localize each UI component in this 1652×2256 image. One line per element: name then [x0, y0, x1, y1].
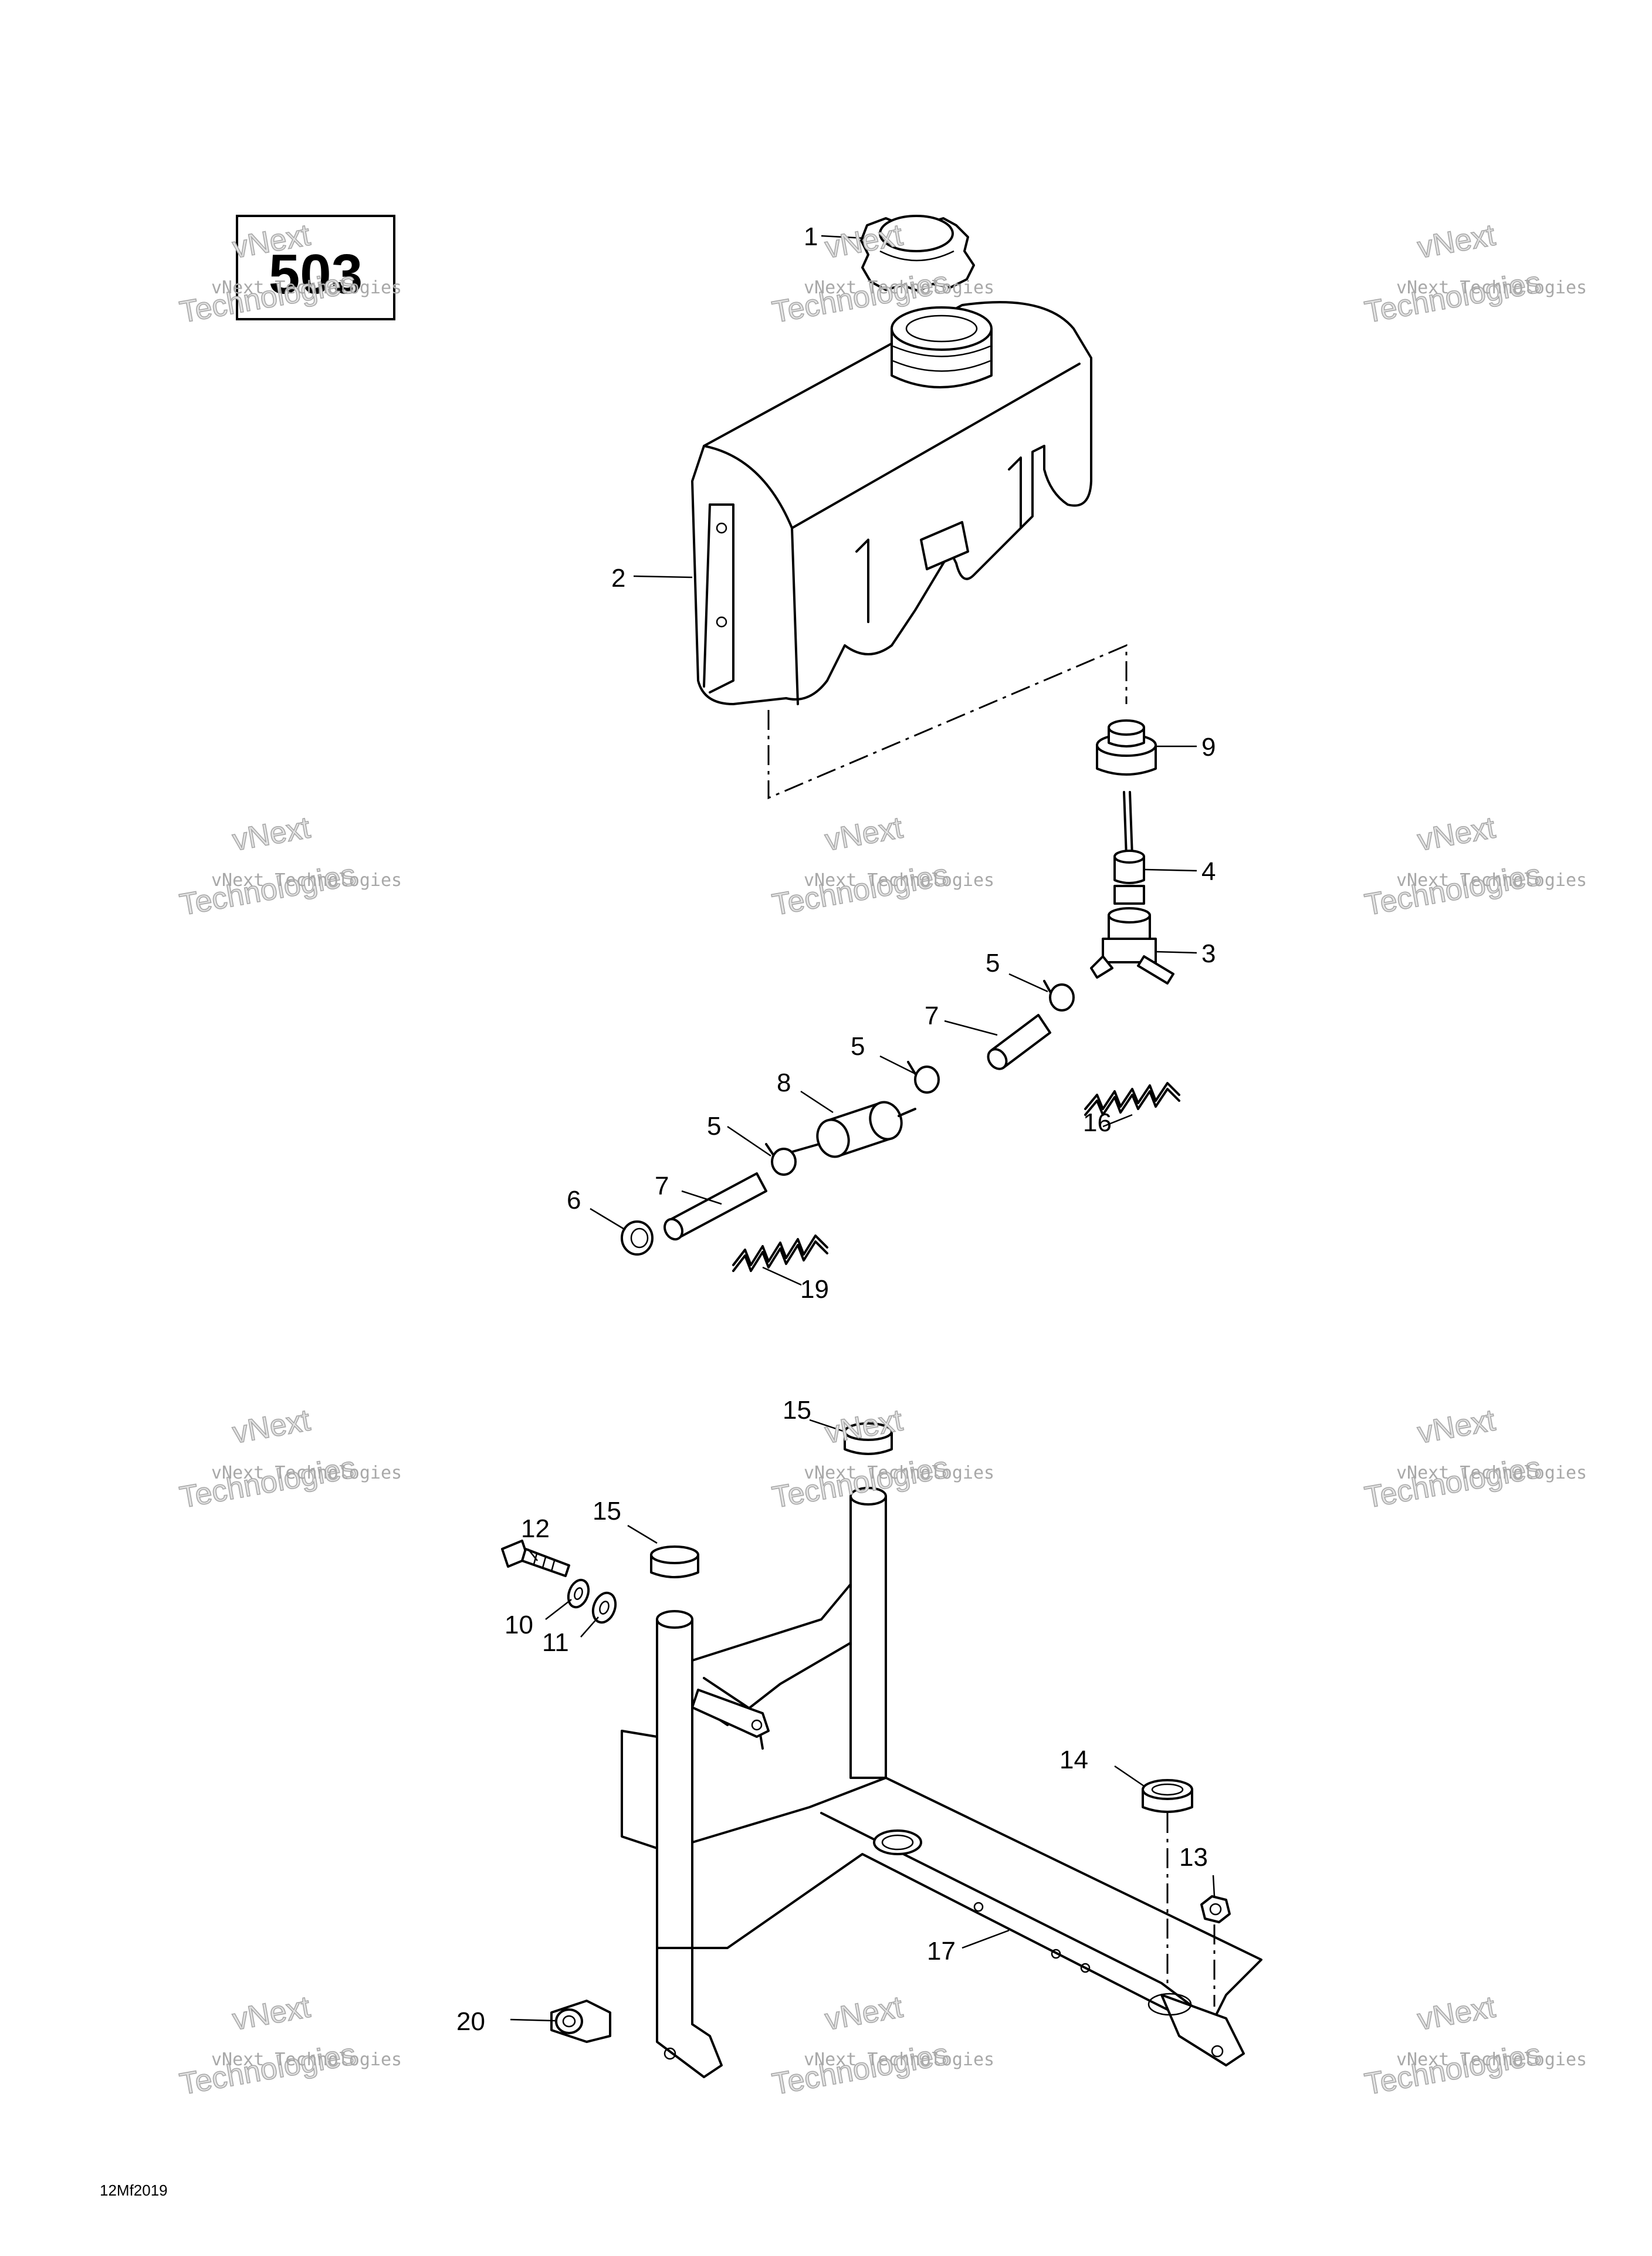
callout-15-left: 15 — [593, 1497, 621, 1526]
watermark: vNext Technologies vNext Technologies — [1362, 1990, 1587, 2102]
watermark: vNext Technologies vNext Technologies — [1362, 1403, 1587, 1516]
watermark-text: vNext Technologies — [211, 870, 402, 891]
fuel-hose-7-lower — [663, 1172, 767, 1241]
callout-12: 12 — [521, 1514, 550, 1543]
hose-clamp-6 — [621, 1220, 654, 1256]
callout-6: 6 — [567, 1186, 581, 1215]
oil-tank-cap — [860, 215, 975, 292]
callout-5-lower: 5 — [707, 1112, 721, 1141]
watermark-text: vNext — [822, 1990, 906, 2037]
watermark-text: vNext Technologies — [804, 2049, 994, 2070]
shut-off-valve-3 — [1090, 907, 1174, 985]
watermark-text: vNext — [1415, 1403, 1498, 1450]
watermark-text: vNext — [822, 811, 906, 858]
callout-11: 11 — [542, 1628, 569, 1657]
p-clamp-20 — [550, 2000, 611, 2043]
callout-16: 16 — [1083, 1108, 1112, 1137]
watermark-text: vNext Technologies — [804, 1463, 994, 1483]
washer-10 — [567, 1578, 590, 1609]
callout-19: 19 — [800, 1275, 829, 1304]
nut-13 — [1200, 1895, 1231, 1923]
callout-13: 13 — [1179, 1843, 1208, 1872]
spring-19 — [732, 1234, 828, 1272]
watermark-text: vNext Technologies — [1396, 278, 1587, 298]
grommet-14 — [1142, 1779, 1193, 1813]
callout-5-middle: 5 — [851, 1032, 865, 1061]
watermark: vNext Technologies vNext Technologies — [1362, 218, 1587, 330]
watermark: vNext Technologies vNext Technologies — [177, 1403, 402, 1516]
watermark: vNext Technologies vNext Technologies — [769, 810, 994, 923]
watermark-text: vNext Technologies — [211, 1463, 402, 1483]
grommet-9 — [1096, 719, 1157, 776]
callout-2: 2 — [611, 564, 625, 593]
watermark-text: vNext Technologies — [211, 278, 402, 298]
watermark-text: vNext Technologies — [1396, 1463, 1587, 1483]
watermark-text: vNext — [822, 1403, 906, 1450]
callout-5-top: 5 — [986, 949, 1000, 978]
callout-1: 1 — [804, 222, 818, 251]
watermark-text: vNext — [1415, 811, 1498, 858]
callout-15-top: 15 — [783, 1396, 811, 1425]
figure-code: 12Mf2019 — [100, 2181, 168, 2199]
assembly-line-tank — [767, 644, 1128, 800]
watermark-text: vNext — [1415, 218, 1498, 265]
watermark-text: vNext Technologies — [1396, 2049, 1587, 2070]
watermark: vNext Technologies vNext Technologies — [769, 1990, 994, 2102]
hose-clamp-5-lower — [765, 1143, 797, 1176]
watermark: vNext Technologies vNext Technologies — [1362, 810, 1587, 923]
fuel-filter-8 — [785, 1101, 916, 1158]
page-number: 503 — [269, 243, 363, 306]
watermark-text: vNext Technologies — [804, 870, 994, 891]
watermark-text: vNext — [230, 1403, 313, 1450]
watermark-text: vNext — [1415, 1990, 1498, 2037]
leader-lines — [510, 235, 1216, 2022]
callout-labels: 1 2 3 4 5 5 5 6 7 7 8 9 10 11 12 13 14 1… — [456, 222, 1216, 2036]
watermark-text: vNext Technologies — [211, 2049, 402, 2070]
watermark-text: vNext Technologies — [804, 278, 994, 298]
callout-20: 20 — [456, 2007, 485, 2036]
callout-4: 4 — [1201, 857, 1216, 886]
watermark-text: vNext Technologies — [1396, 870, 1587, 891]
support-frame-17 — [621, 1487, 1262, 2078]
spring-16 — [1084, 1082, 1180, 1116]
callout-14: 14 — [1059, 1746, 1088, 1774]
oil-tank — [691, 301, 1092, 705]
hose-clamp-5-middle — [907, 1061, 940, 1094]
callout-8: 8 — [777, 1068, 791, 1097]
hose-clamp-5-top — [1043, 980, 1075, 1012]
watermark-text: vNext — [230, 811, 313, 858]
cap-15-top — [844, 1422, 893, 1455]
callout-17: 17 — [927, 1937, 956, 1966]
fuel-hose-7-upper — [987, 1014, 1051, 1070]
page-number-box: 503 — [236, 215, 395, 320]
callout-7-lower: 7 — [655, 1172, 669, 1200]
watermark: vNext Technologies vNext Technologies — [177, 1990, 402, 2102]
callout-3: 3 — [1201, 939, 1216, 968]
callout-9: 9 — [1201, 733, 1216, 762]
callout-7-upper: 7 — [925, 1002, 939, 1030]
fuel-pickup-4 — [1113, 791, 1145, 905]
watermark-text: vNext — [230, 1990, 313, 2037]
watermark: vNext Technologies vNext Technologies — [177, 810, 402, 923]
lock-washer-11 — [591, 1591, 617, 1624]
cap-15-left — [650, 1545, 699, 1578]
callout-10: 10 — [505, 1611, 533, 1639]
